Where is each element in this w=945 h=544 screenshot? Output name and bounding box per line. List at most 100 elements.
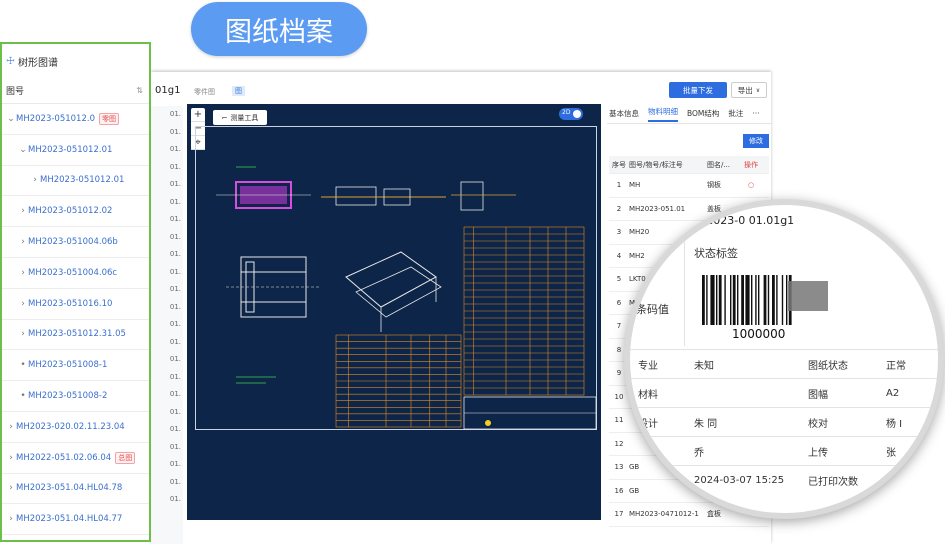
batch-issue-label: 批量下发 xyxy=(683,85,713,95)
drawing-viewer[interactable]: +−⌖ ⌐ 测量工具 2D xyxy=(187,104,601,520)
chevron-right-icon[interactable]: › xyxy=(9,452,13,463)
doc-type-tag: 零件图 xyxy=(194,88,215,96)
drawing-frame xyxy=(195,126,597,430)
export-label: 导出 xyxy=(737,85,753,95)
list-row[interactable]: 01. xyxy=(169,127,181,136)
tree-item[interactable]: •MH2023-051008-1 xyxy=(2,350,149,382)
list-row[interactable]: 01. xyxy=(169,302,181,311)
chevron-right-icon[interactable]: › xyxy=(21,329,25,340)
status-label: 状态标签 xyxy=(694,247,738,260)
chevron-right-icon[interactable]: › xyxy=(21,298,25,309)
list-row[interactable]: 01. xyxy=(169,180,181,188)
barcode-number: 1000000 xyxy=(732,327,786,341)
table-cell: 6 xyxy=(616,298,622,307)
list-row[interactable]: 01. xyxy=(169,267,181,276)
chevron-right-icon[interactable]: › xyxy=(21,206,25,217)
chevron-right-icon[interactable]: › xyxy=(21,237,25,248)
chevron-right-icon[interactable]: › xyxy=(9,421,13,432)
tree-item-label: MH2023-051012.31.05 xyxy=(28,329,126,340)
list-row[interactable]: 01. xyxy=(169,495,181,503)
tree-column-header[interactable]: 图号 ⇅ xyxy=(2,78,149,104)
dot-icon[interactable]: • xyxy=(20,360,26,371)
chevron-down-icon[interactable]: ⌄ xyxy=(19,144,27,155)
grid-line xyxy=(630,465,938,466)
list-row[interactable]: 01. xyxy=(169,197,181,206)
tree-item[interactable]: ›MH2023-051004.06b xyxy=(2,227,149,258)
list-row[interactable]: 01. xyxy=(169,232,181,241)
measure-button[interactable]: ⌐ 测量工具 xyxy=(213,110,267,125)
tree-item[interactable]: ›MH2023-051012.01 xyxy=(2,166,149,197)
table-cell: MH2023-051.01 xyxy=(629,204,686,213)
tree-item[interactable]: ›MH2023-051.04.HL04.78 xyxy=(2,474,149,505)
list-row[interactable]: 01. xyxy=(169,320,181,328)
tree-item[interactable]: ›MH2023-051012.31.05 xyxy=(2,320,149,351)
attribute-key: 图幅 xyxy=(808,389,828,401)
locate-icon[interactable]: ⌖ xyxy=(191,136,205,150)
tree-item[interactable]: ›MH2023-051012.02 xyxy=(2,196,149,228)
tree-item[interactable]: •MH2023-051008-2 xyxy=(2,381,149,412)
view-toggle[interactable]: 2D xyxy=(559,108,583,120)
batch-issue-button[interactable]: 批量下发 xyxy=(669,82,727,98)
list-row[interactable]: 01. xyxy=(169,285,181,293)
table-cell: 9 xyxy=(616,369,622,378)
edit-button[interactable]: 修改 xyxy=(743,134,769,148)
doc-badge: 图 xyxy=(232,86,245,96)
table-cell: 8 xyxy=(616,345,622,354)
list-row[interactable]: 01. xyxy=(169,162,181,171)
table-cell: 10 xyxy=(614,392,624,401)
list-row[interactable]: 01. xyxy=(169,425,181,433)
tree-item[interactable]: ›MH2023-051004.06c xyxy=(2,258,149,289)
list-row[interactable]: 01. xyxy=(169,337,181,346)
chevron-down-icon[interactable]: ⌄ xyxy=(7,113,15,124)
dot-icon[interactable]: • xyxy=(20,391,26,402)
zoom-out-icon[interactable]: − xyxy=(191,122,205,136)
table-cell: 12 xyxy=(614,439,624,448)
tree-item[interactable]: ⌄MH2023-051012.01 xyxy=(2,135,149,166)
tree-header-label: 树形图谱 xyxy=(17,57,58,69)
list-row[interactable]: 01. xyxy=(169,442,181,451)
list-row[interactable]: 01. xyxy=(169,460,181,468)
attribute-key: 专业 xyxy=(638,360,658,372)
tree-item-label: MH2023-051.04.HL04.78 xyxy=(16,483,123,494)
list-row[interactable]: 01. xyxy=(169,145,181,153)
attribute-key: 图纸状态 xyxy=(808,360,848,372)
table-cell: 钢板 xyxy=(707,181,721,190)
tree-item[interactable]: ›MH2023-051.04.HL04.77 xyxy=(2,504,149,536)
list-row[interactable]: 01. xyxy=(169,250,181,258)
list-row[interactable]: 01. xyxy=(169,355,181,363)
attribute-key: 设计 xyxy=(638,418,658,430)
chevron-right-icon[interactable]: › xyxy=(9,483,13,494)
table-cell: 7 xyxy=(616,322,622,331)
list-row[interactable]: 01. xyxy=(169,407,181,416)
list-strip: 01. 01. 01. 01. 01. 01. 01. 01. 01. 01. 01. 01. 01. 0… xyxy=(151,106,183,544)
tab-1[interactable]: 物料明细 xyxy=(648,106,678,122)
table-cell: LKT0 xyxy=(629,275,646,284)
chevron-right-icon[interactable]: › xyxy=(33,175,37,186)
tab-3[interactable]: 批注 xyxy=(728,109,744,118)
chevron-right-icon[interactable]: › xyxy=(9,514,13,525)
table-cell: 16 xyxy=(614,486,624,495)
tab-0[interactable]: 基本信息 xyxy=(609,109,639,118)
zoom-in-icon[interactable]: + xyxy=(191,108,205,122)
tab-4[interactable]: ··· xyxy=(752,109,760,118)
grid-line xyxy=(630,349,938,350)
tree-item[interactable]: ›MH2023-020.02.11.23.04 xyxy=(2,412,149,443)
table-cell: 13 xyxy=(614,463,624,472)
list-row[interactable]: 01. xyxy=(169,477,181,486)
list-row[interactable]: 01. xyxy=(169,372,181,381)
chevron-right-icon[interactable]: › xyxy=(21,267,25,278)
export-button[interactable]: 导出 ∨ xyxy=(731,82,767,98)
tree-item[interactable]: ›MH2023-051016.10 xyxy=(2,289,149,320)
attribute-value: 2024-03-07 15:25 xyxy=(694,474,785,486)
list-row[interactable]: 01. xyxy=(169,215,181,223)
list-row[interactable]: 01. xyxy=(169,110,181,118)
tab-2[interactable]: BOM结构 xyxy=(687,109,720,118)
sort-icon[interactable]: ⇅ xyxy=(136,86,143,95)
list-row[interactable]: 01. xyxy=(169,390,181,398)
